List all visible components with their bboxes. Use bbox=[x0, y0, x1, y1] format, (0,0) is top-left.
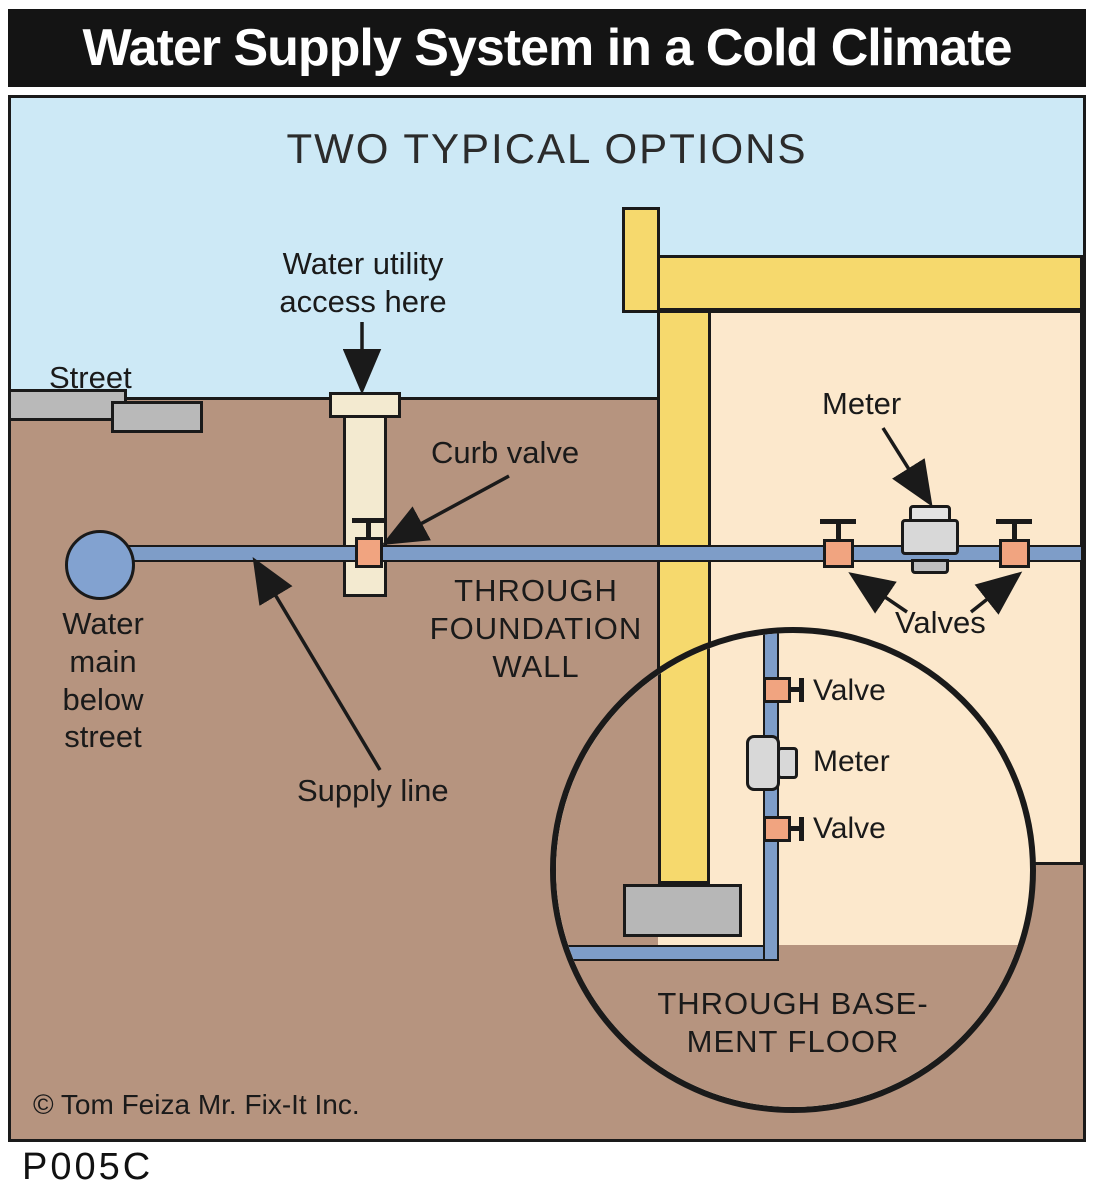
valve-stem-icon bbox=[1012, 523, 1017, 540]
valve-stem-icon bbox=[791, 826, 801, 831]
street-pavement bbox=[11, 389, 127, 421]
valve-stem-icon bbox=[836, 523, 841, 540]
label-valve-lower: Valve bbox=[813, 812, 886, 845]
label-valves: Valves bbox=[895, 605, 986, 640]
supply-pipe-horizontal-detail bbox=[556, 945, 779, 961]
curb-valve-stem-icon bbox=[366, 522, 371, 539]
page-title: Water Supply System in a Cold Climate bbox=[82, 19, 1012, 77]
supply-pipe-riser-detail bbox=[763, 633, 779, 961]
wall-stud bbox=[622, 207, 660, 313]
title-bar: Water Supply System in a Cold Climate bbox=[8, 9, 1086, 87]
water-main-pipe bbox=[65, 530, 135, 600]
valve-lower-icon bbox=[763, 816, 791, 842]
curb-box-cap bbox=[329, 392, 401, 418]
label-through-foundation-wall: THROUGH FOUNDATION WALL bbox=[429, 573, 643, 684]
valve-right-icon bbox=[999, 539, 1030, 568]
floor-joist-beam bbox=[636, 255, 1083, 311]
foundation-wall-detail bbox=[658, 633, 710, 884]
label-supply-line: Supply line bbox=[297, 773, 449, 808]
meter-base-icon bbox=[911, 559, 949, 574]
curb-valve-handle-icon bbox=[352, 518, 386, 523]
label-curb-valve: Curb valve bbox=[431, 435, 580, 470]
label-valve-upper: Valve bbox=[813, 674, 886, 707]
detail-circle-basement-floor: Valve Meter Valve THROUGH BASE- MENT FLO… bbox=[550, 627, 1036, 1113]
curb-valve-icon bbox=[355, 537, 383, 568]
copyright-text: © Tom Feiza Mr. Fix-It Inc. bbox=[33, 1089, 360, 1120]
label-water-utility-access: Water utility access here bbox=[279, 246, 447, 319]
valve-handle-icon bbox=[996, 519, 1032, 524]
earth-below-floor bbox=[556, 945, 1030, 1107]
meter-floor-cap-icon bbox=[777, 747, 798, 779]
diagram-code: P005C bbox=[22, 1146, 154, 1188]
valve-handle-icon bbox=[799, 817, 804, 841]
label-through-basement-floor: THROUGH BASE- MENT FLOOR bbox=[657, 986, 929, 1059]
basement-floor-slab bbox=[623, 884, 742, 937]
diagram-canvas: TWO TYPICAL OPTIONS bbox=[8, 95, 1086, 1142]
pipe-elbow-patch bbox=[765, 947, 777, 959]
valve-left-icon bbox=[823, 539, 854, 568]
curb-box-riser bbox=[343, 415, 387, 597]
label-meter-wall: Meter bbox=[822, 386, 902, 421]
label-water-main: Water main below street bbox=[62, 606, 144, 755]
valve-stem-icon bbox=[791, 687, 801, 692]
meter-floor-body-icon bbox=[746, 735, 780, 791]
diagram-subtitle: TWO TYPICAL OPTIONS bbox=[286, 125, 808, 172]
label-meter-floor: Meter bbox=[813, 745, 890, 778]
street-curb-step bbox=[111, 401, 203, 433]
valve-handle-icon bbox=[820, 519, 856, 524]
valve-upper-icon bbox=[763, 677, 791, 703]
valve-handle-icon bbox=[799, 678, 804, 702]
meter-body-icon bbox=[901, 519, 959, 555]
label-street: Street bbox=[49, 360, 132, 395]
